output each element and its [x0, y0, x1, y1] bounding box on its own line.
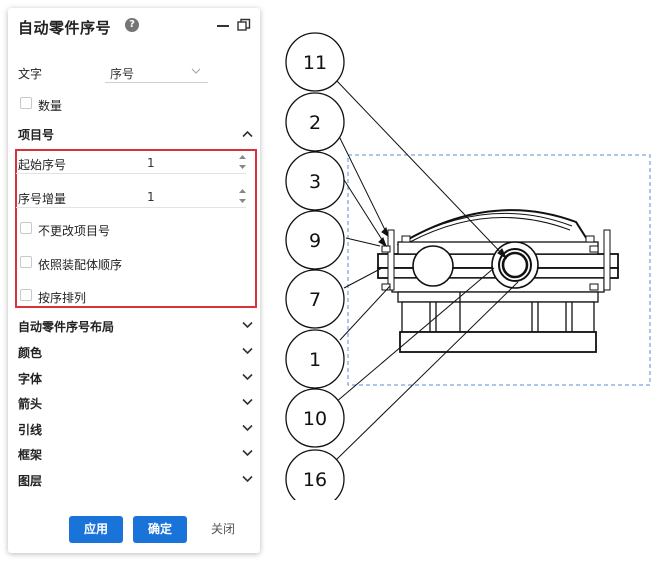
restore-icon[interactable] — [237, 18, 251, 32]
gearbox-drawing — [377, 209, 619, 353]
section-leader[interactable]: 引线 — [18, 423, 43, 437]
leader-lines — [335, 79, 519, 461]
item-number-highlight — [15, 149, 257, 308]
increment-underline — [16, 207, 246, 208]
balloon-label: 16 — [303, 469, 327, 491]
section-font[interactable]: 字体 — [18, 372, 43, 386]
balloon[interactable]: 10 — [285, 388, 345, 448]
chevron-down-icon[interactable] — [242, 475, 253, 483]
start-number-input[interactable]: 1 — [147, 156, 155, 170]
start-number-spinner[interactable] — [238, 152, 247, 172]
increment-input[interactable]: 1 — [147, 190, 155, 204]
sequential-checkbox[interactable] — [20, 289, 32, 301]
text-dropdown[interactable]: 序号 — [110, 67, 135, 81]
chevron-down-icon[interactable] — [242, 424, 253, 432]
balloon-label: 2 — [309, 112, 321, 134]
balloon-label: 10 — [303, 408, 327, 430]
item-section-header[interactable]: 项目号 — [18, 128, 55, 142]
auto-balloon-panel: 自动零件序号 ? 文字 序号 数量 项目号 起始序号 1 序号增量 1 不更改项… — [8, 8, 260, 553]
text-label: 文字 — [18, 67, 43, 81]
quantity-checkbox[interactable] — [20, 97, 32, 109]
section-layer[interactable]: 图层 — [18, 474, 43, 488]
selection-box — [347, 154, 651, 386]
balloon[interactable]: 16 — [285, 449, 345, 500]
balloon-label: 3 — [309, 171, 321, 193]
chevron-down-icon[interactable] — [242, 373, 253, 381]
increment-spinner[interactable] — [238, 186, 247, 206]
balloon[interactable]: 9 — [285, 210, 345, 270]
no-change-label: 不更改项目号 — [38, 224, 111, 238]
assembly-order-label: 依照装配体顺序 — [38, 258, 123, 272]
close-button[interactable]: 关闭 — [210, 522, 235, 536]
chevron-down-icon[interactable] — [242, 449, 253, 457]
dropdown-underline — [105, 82, 208, 83]
balloon[interactable]: 1 — [285, 329, 345, 389]
balloon-label: 7 — [309, 289, 321, 311]
panel-title: 自动零件序号 — [18, 19, 112, 37]
apply-button[interactable]: 应用 — [69, 516, 123, 543]
chevron-down-icon[interactable] — [191, 67, 201, 75]
no-change-checkbox[interactable] — [20, 222, 32, 234]
balloon-label: 1 — [309, 349, 321, 371]
start-number-label: 起始序号 — [18, 158, 67, 172]
section-arrow[interactable]: 箭头 — [18, 397, 43, 411]
balloon-label: 11 — [303, 52, 327, 74]
chevron-up-icon[interactable] — [242, 130, 253, 138]
section-frame[interactable]: 框架 — [18, 448, 43, 462]
sequential-label: 按序排列 — [38, 291, 87, 305]
drawing-canvas[interactable]: 11 2 3 9 7 1 10 16 — [270, 20, 662, 500]
help-icon[interactable]: ? — [125, 18, 139, 32]
balloon[interactable]: 3 — [285, 151, 345, 211]
balloon[interactable]: 2 — [285, 92, 345, 152]
start-number-underline — [16, 173, 246, 174]
minimize-icon[interactable] — [217, 25, 229, 27]
balloon[interactable]: 7 — [285, 269, 345, 329]
ok-button[interactable]: 确定 — [133, 516, 187, 543]
section-layout[interactable]: 自动零件序号布局 — [18, 320, 115, 334]
balloons: 11 2 3 9 7 1 10 16 — [285, 32, 345, 500]
balloon[interactable]: 11 — [285, 32, 345, 92]
chevron-down-icon[interactable] — [242, 321, 253, 329]
increment-label: 序号增量 — [18, 192, 67, 206]
chevron-down-icon[interactable] — [242, 347, 253, 355]
section-color[interactable]: 颜色 — [18, 346, 43, 360]
chevron-down-icon[interactable] — [242, 398, 253, 406]
balloon-label: 9 — [309, 230, 321, 252]
quantity-label: 数量 — [38, 99, 63, 113]
assembly-order-checkbox[interactable] — [20, 256, 32, 268]
